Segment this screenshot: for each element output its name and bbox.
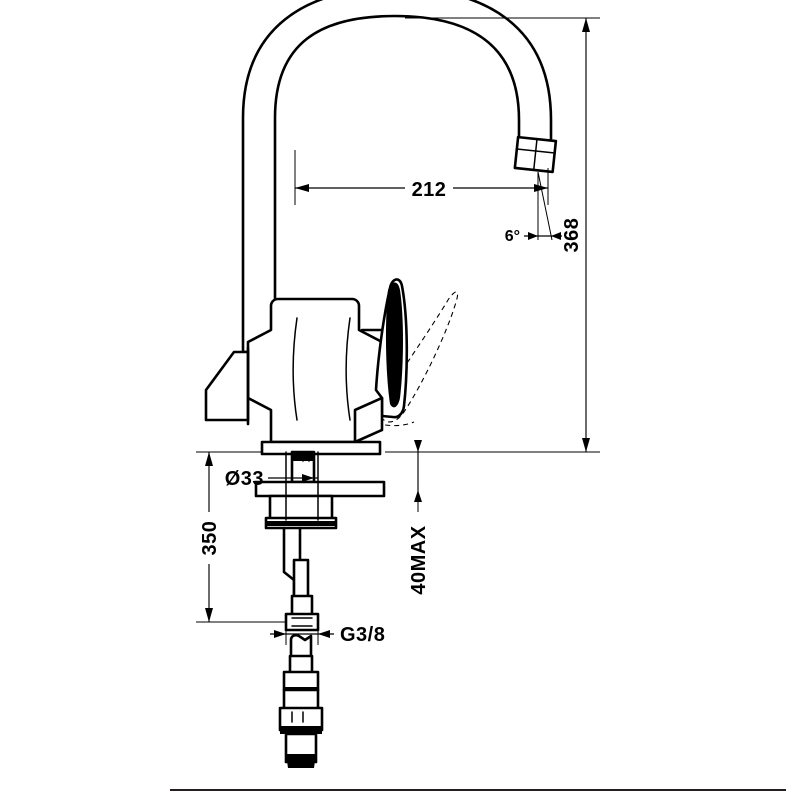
arrow-g38-right [318, 630, 330, 638]
hose-connector-detail [278, 633, 324, 768]
arrow-angle-right [551, 232, 561, 240]
dim-thread-size-g38: G3/8 [270, 624, 385, 646]
arrow-40max-top [414, 440, 422, 452]
dim-total-height-368: 368 [385, 17, 600, 453]
right-handle-swing-outline [381, 291, 459, 423]
aerator-cross-line [516, 148, 556, 154]
supply-tail-assembly [282, 526, 320, 632]
barrel-shade-right [345, 317, 351, 421]
base-escutcheon [260, 440, 382, 456]
connector-barb-tip [289, 633, 313, 662]
arrow-350-top [205, 452, 213, 466]
right-handle-lever [353, 278, 459, 444]
connector-end-cap [286, 754, 316, 768]
left-handle-body [204, 350, 250, 422]
connector-band [280, 726, 322, 734]
arrow-368-bottom [582, 438, 590, 452]
dim-deck-thickness-40max: 40MAX [408, 440, 430, 595]
spout-outlet-aerator [513, 135, 558, 174]
dim-label-368: 368 [561, 218, 583, 253]
right-handle-hub [353, 396, 384, 444]
dim-label-d33: Ø33 [225, 468, 264, 490]
arrow-g38-left [274, 630, 286, 638]
stud-thread-1 [296, 452, 304, 462]
ext-line-angle-tilted [537, 171, 553, 241]
stud-thread-2 [302, 452, 310, 462]
dim-label-40max: 40MAX [408, 525, 430, 594]
tail-left-edge [282, 526, 296, 602]
arrow-350-bottom [205, 608, 213, 622]
washer-shadow [266, 521, 336, 526]
g38-nut [284, 612, 320, 632]
dim-spout-reach-212: 212 [294, 150, 549, 205]
barrel-shade-left [292, 317, 298, 421]
faucet-body [246, 297, 387, 444]
deck-mounting-assembly [254, 440, 386, 530]
arrow-d33 [302, 474, 314, 482]
arrow-368-top [582, 18, 590, 32]
left-handle-lever [204, 346, 250, 426]
dim-label-350: 350 [199, 521, 221, 556]
dim-label-212: 212 [412, 179, 447, 201]
dim-hose-length-350: 350 [196, 451, 286, 623]
dim-label-g38: G3/8 [340, 624, 385, 646]
aerator-center-line [532, 138, 538, 171]
dim-350-text-mask [197, 512, 221, 564]
right-handle-highlight [385, 282, 403, 408]
dim-hole-diameter-d33: Ø33 [225, 468, 318, 490]
arrow-212-left [295, 184, 309, 192]
dim-outlet-angle-6deg: 6° [505, 171, 562, 245]
dim-label-6deg: 6° [505, 228, 520, 245]
tail-tube [292, 558, 310, 602]
worktop-plate [254, 480, 386, 498]
arrow-angle-left [528, 232, 538, 240]
dim-212-text-mask [405, 176, 453, 200]
